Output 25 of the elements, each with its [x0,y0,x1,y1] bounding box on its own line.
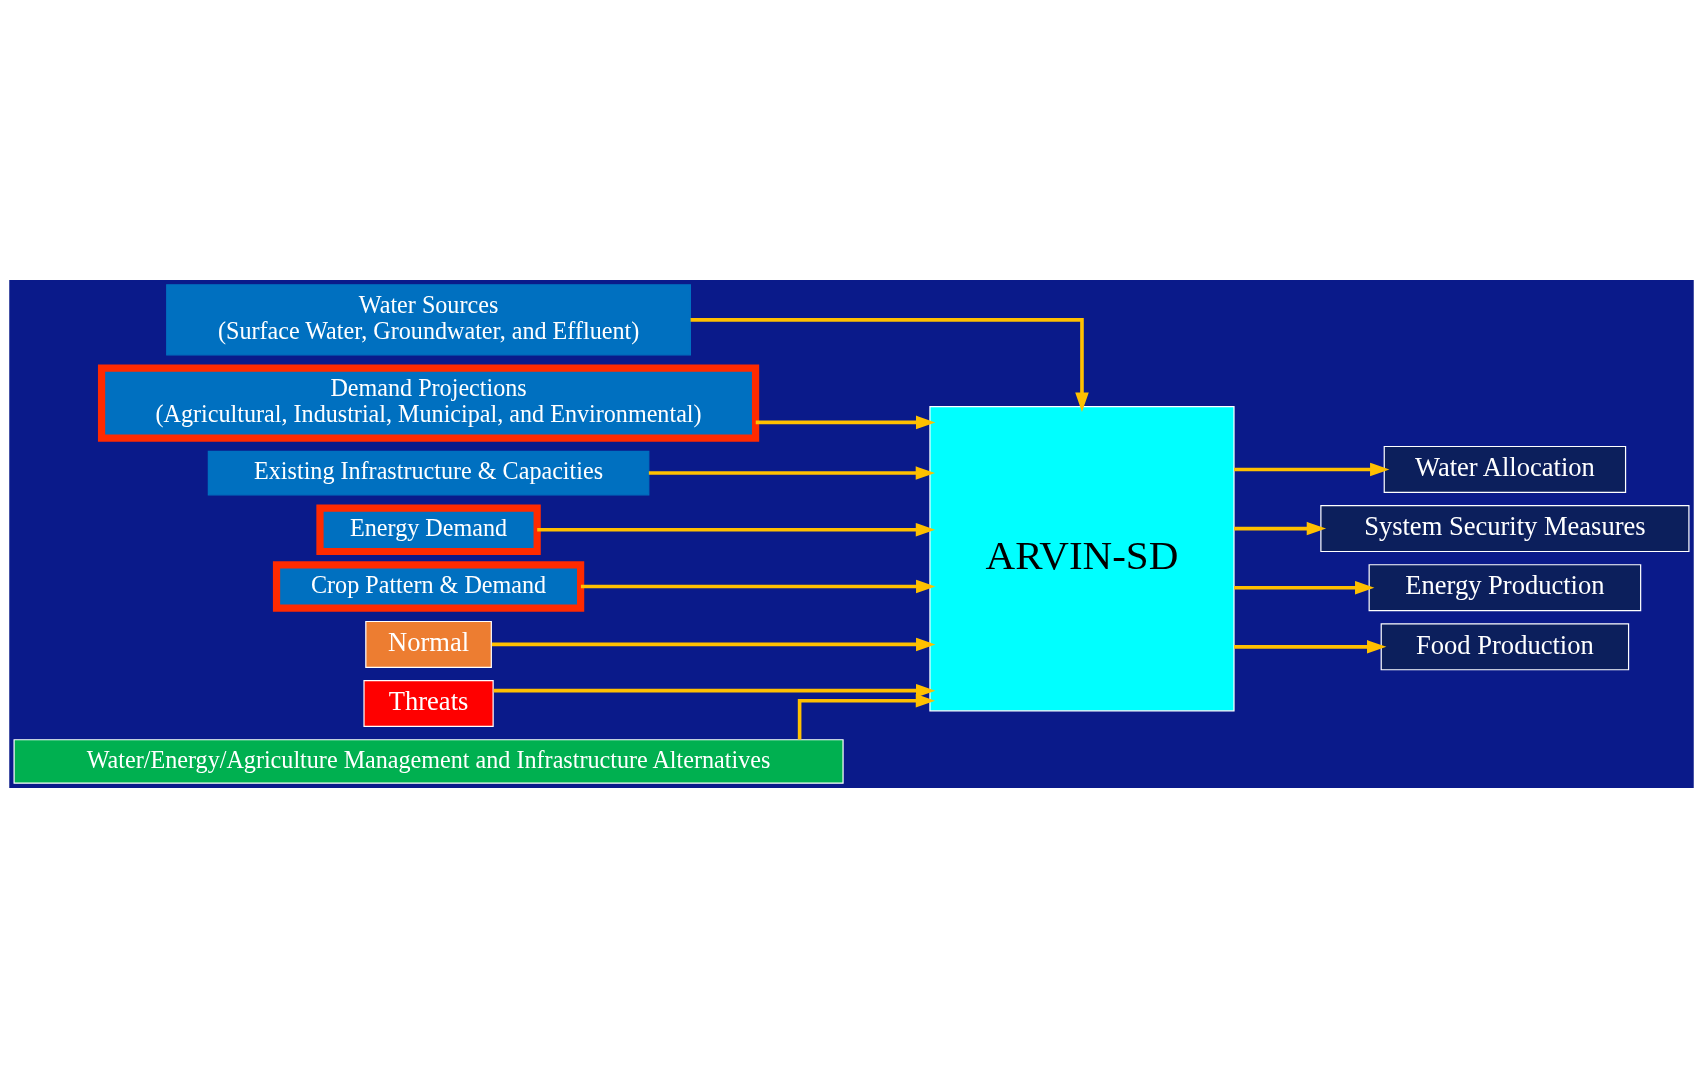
arrow [755,415,936,429]
arrow [493,683,936,697]
arrow [690,317,1089,412]
node-box: System Security Measures [1320,504,1690,552]
node-box: Water Sources (Surface Water, Groundwater, and Effluent) [166,283,691,355]
node-box: ARVIN-SD [929,405,1235,711]
arrow [491,637,936,651]
node-box: Water/Energy/Agriculture Management and Infrastructure Alternatives [13,738,844,784]
arrow [1234,639,1387,654]
arrow [648,465,936,480]
node-box: Existing Infrastructure & Capacities [207,450,650,495]
node-box: Crop Pattern & Demand [272,560,585,612]
node-box: Water Allocation [1383,445,1627,493]
arrow [580,579,936,593]
node-box: Demand Projections (Agricultural, Industrial, Municipal, and Environmental) [97,363,760,442]
node-box: Energy Production [1368,563,1642,611]
arrow [1234,580,1375,594]
node-box: Threats [363,679,494,727]
arrow [1234,462,1390,476]
node-box: Energy Demand [316,503,541,555]
node-box: Normal [365,620,492,668]
arrow [537,522,936,537]
node-box: Food Production [1380,622,1630,670]
arrow [797,693,936,740]
arrow [1234,521,1327,535]
